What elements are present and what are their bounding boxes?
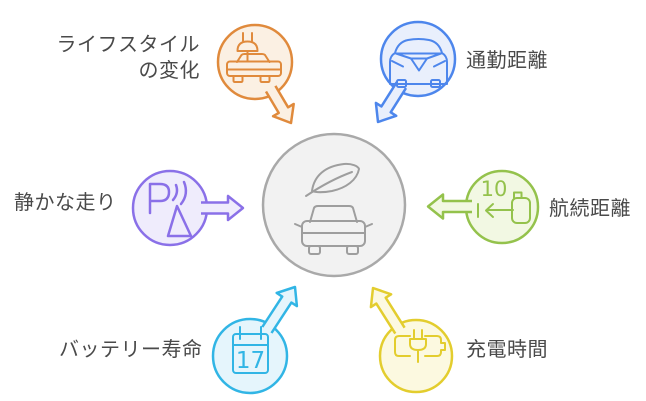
label-quiet-ride: 静かな走り [14,192,117,214]
car-wheel-left [396,79,407,88]
range-arrow-icon [477,191,531,224]
car-cabin [309,205,358,223]
label-lifestyle-change-line1: ライフスタイル [56,34,200,56]
leaf-vein [305,171,353,197]
windshield-left-line [395,52,412,60]
label-charging-time: 充電時間 [466,339,548,361]
headlight-right [433,60,446,68]
node-lifestyle-change [216,23,295,125]
arrow-to-center [369,286,406,335]
battery-right-bracket [424,335,446,357]
letter-p-glyph [148,182,171,215]
sound-wave-inner [171,183,179,202]
ev-plug-car-icon [226,32,282,83]
car-mirror-right [364,223,373,228]
plug-prongs [242,32,253,42]
calendar-icon [232,326,269,374]
car-wheel-left [232,75,244,83]
node-circle [378,318,454,394]
grille-triangle [410,57,428,72]
arrow-to-center [264,85,295,125]
battery-plug-icon [394,329,446,363]
calendar-body [232,333,269,374]
label-cruising-range: 航続距離 [549,198,631,220]
leaf-body [311,162,360,194]
label-lifestyle-change-line2: の変化 [138,60,200,82]
range-arrowhead [485,203,494,218]
car-wheel-right [259,75,271,83]
arrow-to-center [201,194,245,222]
cone-triangle [166,204,193,238]
arrow-to-center [374,81,408,124]
car-front-icon [389,38,448,88]
node-charging-time [369,286,454,394]
calendar-day-text: 17 [236,348,265,374]
arrow-to-center [426,193,472,220]
quiet-parking-sensor-icon [148,180,193,238]
node-cruising-range: 10 [426,169,540,245]
node-circle [131,169,209,247]
car-mirror-left [294,223,303,228]
sound-wave-outer [179,180,188,206]
leaf-car-icon [294,162,373,255]
label-battery-life: バッテリー寿命 [59,339,203,361]
plug-prongs [413,329,423,340]
car-wheel-left [308,245,321,255]
car-wheel-right [346,245,359,255]
car-outline [389,38,448,85]
plug-dome [236,40,259,52]
label-lifestyle-change: ライフスタイル の変化 [57,32,201,84]
range-value-text: 10 [481,177,508,201]
car-cabin [236,53,271,63]
battery-left-bracket [394,335,411,357]
node-quiet-ride [131,169,245,247]
arrow-to-center [261,285,299,334]
label-commute-distance: 通勤距離 [466,50,548,72]
battery-tab [513,191,523,199]
car-wheel-right [430,79,441,88]
node-battery-life: 17 [211,285,299,395]
windshield-right-line [426,52,442,60]
node-commute-distance [374,20,457,124]
center-node [261,132,407,278]
headlight-left [391,60,404,68]
